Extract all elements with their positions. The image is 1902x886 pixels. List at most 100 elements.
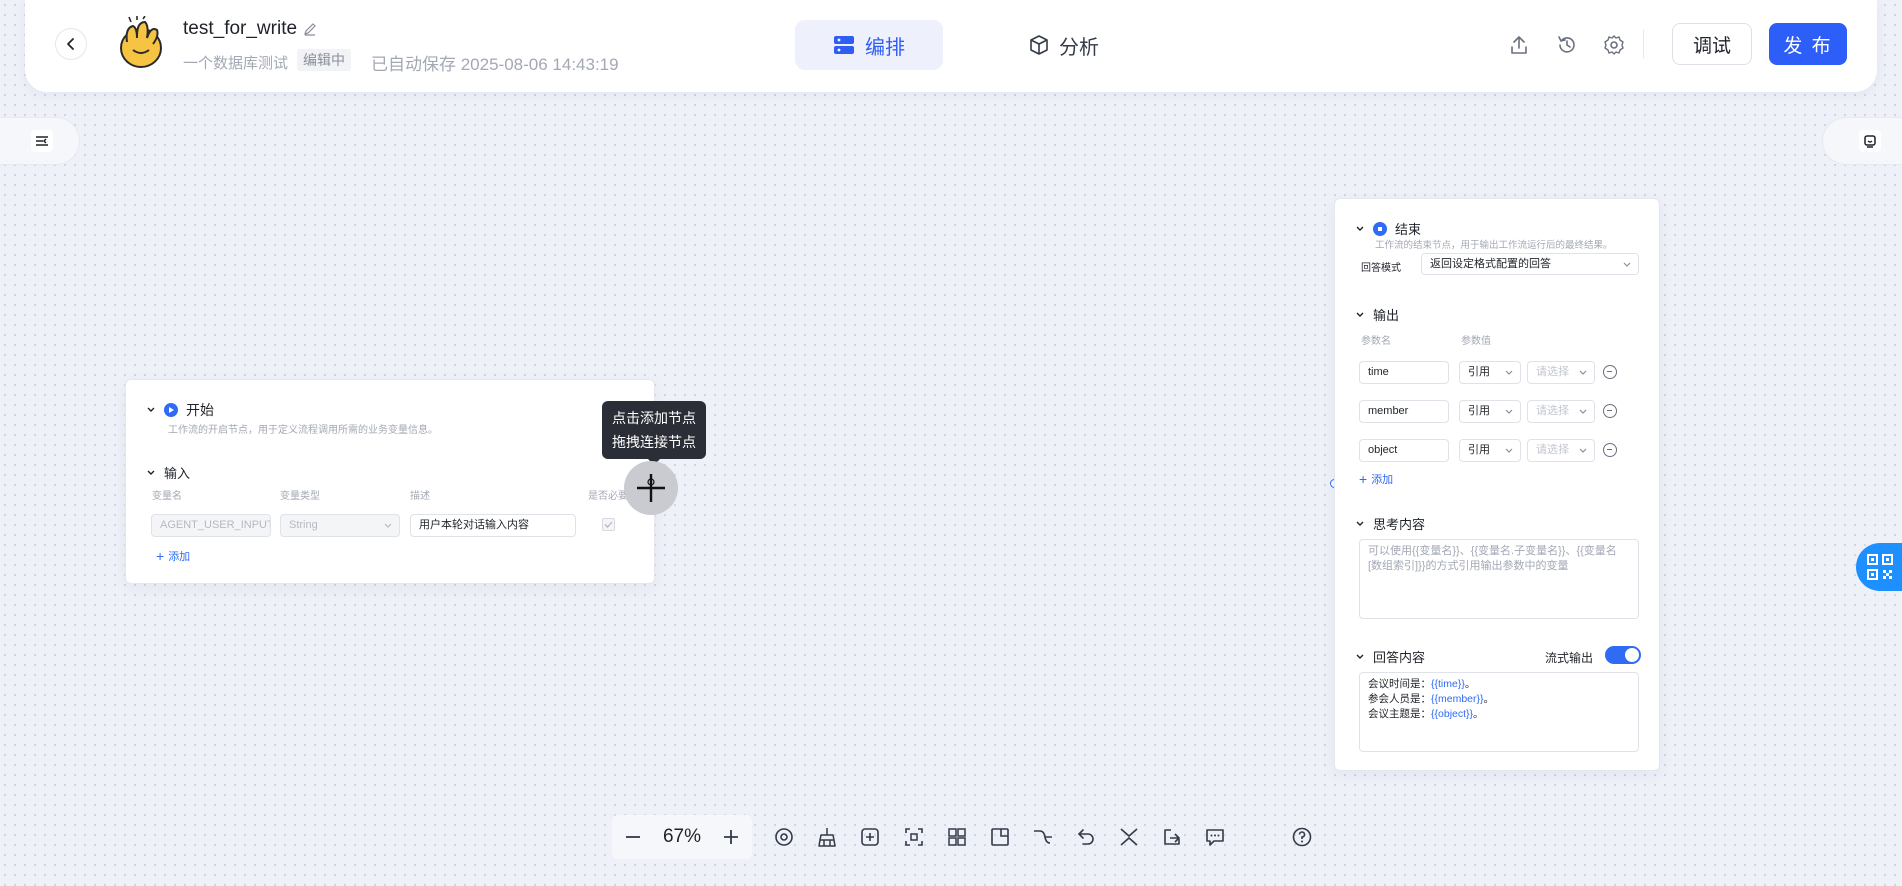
chevron-down-icon[interactable] (146, 468, 156, 478)
add-input-link[interactable]: + 添加 (156, 548, 190, 564)
end-node-header: 结束 (1355, 219, 1421, 238)
output-value-select[interactable]: 请选择 (1527, 439, 1595, 462)
answer-content-input[interactable]: 会议时间是：{{time}}。 参会人员是：{{member}}。 会议主题是：… (1359, 672, 1639, 752)
thinking-section-header: 思考内容 (1355, 514, 1425, 533)
stream-output-label: 流式输出 (1545, 651, 1594, 665)
col-var-name: 变量名 (152, 491, 182, 502)
left-panel-toggle[interactable] (0, 117, 80, 165)
zoom-out-icon[interactable] (624, 828, 642, 846)
output-value-select[interactable]: 请选择 (1527, 400, 1595, 423)
gear-icon[interactable] (1603, 34, 1625, 56)
thinking-placeholder-line-1: 可以使用{{变量名}}、{{变量名.子变量名}}、{{变量名 (1368, 545, 1617, 557)
thinking-content-input[interactable]: 可以使用{{变量名}}、{{变量名.子变量名}}、{{变量名 [数组索引]}}的… (1359, 539, 1639, 619)
chevron-down-icon[interactable] (1355, 652, 1365, 662)
start-node-description: 工作流的开启节点，用于定义流程调用所需的业务变量信息。 (168, 425, 438, 436)
add-node-handle[interactable] (624, 461, 678, 515)
publish-button[interactable]: 发 布 (1769, 23, 1847, 65)
output-name-input[interactable]: object (1359, 439, 1449, 462)
tab-orchestrate-label: 编排 (865, 36, 905, 59)
chevron-left-icon (67, 38, 74, 50)
clapping-hands-icon (120, 16, 162, 68)
output-value-placeholder: 请选择 (1536, 405, 1569, 417)
debug-button[interactable]: 调试 (1672, 23, 1752, 65)
layout-grid-icon[interactable] (946, 826, 968, 848)
history-icon[interactable] (1556, 34, 1578, 56)
app-title: test_for_write (183, 18, 298, 39)
col-param-name: 参数名 (1361, 336, 1391, 347)
tooltip-line-1: 点击添加节点 (612, 410, 696, 426)
output-value-select[interactable]: 请选择 (1527, 361, 1595, 384)
output-ref-select[interactable]: 引用 (1459, 361, 1521, 384)
output-ref-select[interactable]: 引用 (1459, 400, 1521, 423)
output-name-input[interactable]: time (1359, 361, 1449, 384)
end-node-card[interactable]: 结束 工作流的结束节点，用于输出工作流运行后的最终结果。 回答模式 返回设定格式… (1334, 198, 1660, 771)
play-icon (164, 403, 178, 417)
chevron-down-icon (1505, 448, 1513, 453)
chevron-down-icon[interactable] (1355, 519, 1365, 529)
locate-icon[interactable] (773, 826, 795, 848)
col-required: 是否必要 (588, 491, 628, 502)
answer-mode-value: 返回设定格式配置的回答 (1430, 258, 1551, 270)
add-output-link[interactable]: + 添加 (1359, 471, 1393, 487)
start-node-title: 开始 (186, 402, 214, 418)
chevron-down-icon[interactable] (1355, 224, 1365, 234)
collapse-all-icon[interactable] (1118, 826, 1140, 848)
output-name-input[interactable]: member (1359, 400, 1449, 423)
help-icon[interactable] (1291, 826, 1313, 848)
answer-mode-label: 回答模式 (1361, 263, 1401, 274)
zoom-in-icon[interactable] (722, 828, 740, 846)
tab-analyze[interactable]: 分析 (999, 20, 1129, 70)
var-description-input[interactable]: 用户本轮对话输入内容 (410, 514, 576, 537)
end-node-title: 结束 (1395, 222, 1422, 237)
chevron-down-icon[interactable] (146, 405, 156, 415)
output-ref-value: 引用 (1468, 366, 1490, 378)
remove-output-icon[interactable] (1603, 443, 1617, 457)
tooltip-line-2: 拖拽连接节点 (612, 434, 696, 450)
right-panel-toggle[interactable] (1822, 117, 1902, 165)
stop-icon (1373, 221, 1387, 236)
check-icon (604, 521, 613, 528)
comment-icon[interactable] (1204, 826, 1226, 848)
plus-icon: + (1359, 471, 1368, 487)
edit-pencil-icon[interactable] (303, 22, 317, 36)
remove-output-icon[interactable] (1603, 404, 1617, 418)
thinking-placeholder-line-2: [数组索引]}}的方式引用输出参数中的变量 (1368, 560, 1569, 572)
app-description: 一个数据库测试 (183, 55, 289, 72)
answer-line: 会议主题是：{{object}}。 (1368, 708, 1484, 720)
minimap-icon[interactable] (989, 826, 1011, 848)
chevron-down-icon[interactable] (1355, 310, 1365, 320)
answer-line: 会议时间是：{{time}}。 (1368, 678, 1476, 690)
col-description: 描述 (410, 491, 430, 502)
stream-output-toggle[interactable] (1605, 646, 1641, 664)
tab-orchestrate[interactable]: 编排 (795, 20, 943, 70)
remove-output-icon[interactable] (1603, 365, 1617, 379)
chevron-down-icon (1579, 409, 1587, 414)
output-ref-value: 引用 (1468, 444, 1490, 456)
end-node-description: 工作流的结束节点，用于输出工作流运行后的最终结果。 (1375, 240, 1613, 251)
var-name-input: AGENT_USER_INPUT (151, 514, 271, 537)
brush-icon[interactable] (816, 826, 838, 848)
fit-view-icon[interactable] (903, 826, 925, 848)
connector-curve-icon[interactable] (1032, 826, 1054, 848)
qr-code-icon (1867, 554, 1893, 580)
chevron-down-icon (1579, 370, 1587, 375)
qr-code-button[interactable] (1856, 543, 1902, 591)
answer-section-header: 回答内容 (1355, 647, 1425, 666)
add-box-icon[interactable] (859, 826, 881, 848)
var-type-select: String (280, 514, 400, 537)
answer-mode-select[interactable]: 返回设定格式配置的回答 (1421, 253, 1639, 275)
zoom-control: 67% (612, 815, 752, 859)
output-ref-select[interactable]: 引用 (1459, 439, 1521, 462)
upload-icon[interactable] (1508, 34, 1530, 56)
back-button[interactable] (55, 28, 87, 60)
output-value-placeholder: 请选择 (1536, 366, 1569, 378)
robot-icon (1864, 135, 1876, 148)
server-icon (834, 36, 854, 54)
undo-icon[interactable] (1075, 826, 1097, 848)
output-section-title: 输出 (1373, 308, 1400, 323)
output-section-header: 输出 (1355, 305, 1399, 324)
start-node-card[interactable]: 开始 工作流的开启节点，用于定义流程调用所需的业务变量信息。 输入 变量名 变量… (125, 379, 655, 584)
chevron-down-icon (1579, 448, 1587, 453)
export-icon[interactable] (1161, 826, 1183, 848)
var-type-value: String (289, 519, 318, 531)
